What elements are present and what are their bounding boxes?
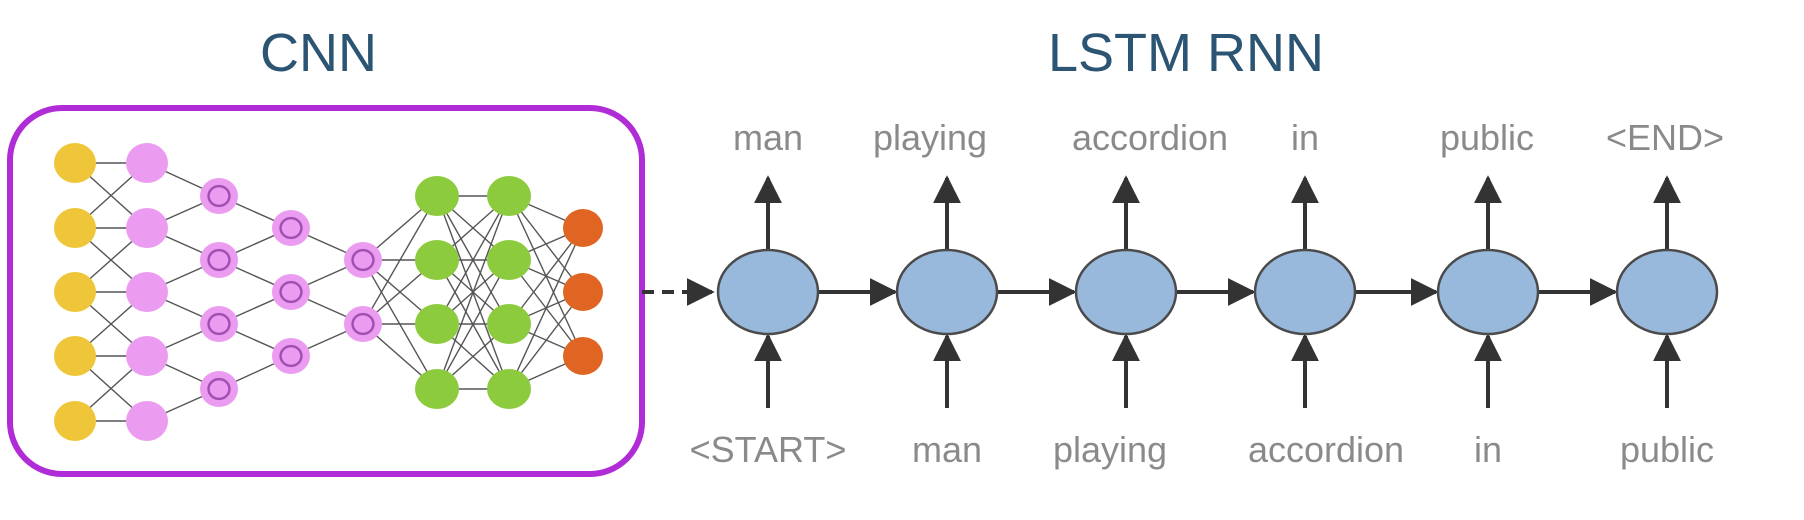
cnn-neuron-ring <box>351 248 375 272</box>
cnn-neuron <box>126 336 168 376</box>
lstm-cell <box>1615 248 1719 336</box>
cnn-neuron <box>563 273 603 311</box>
cnn-neuron <box>54 143 96 183</box>
cnn-neuron <box>126 401 168 441</box>
cnn-neuron <box>344 242 382 278</box>
cnn-neuron <box>54 272 96 312</box>
cnn-neuron <box>487 176 531 216</box>
cnn-neuron-ring <box>207 312 231 336</box>
cnn-edge <box>362 195 438 325</box>
cnn-neuron <box>200 242 238 278</box>
cnn-neuron-ring <box>279 280 303 304</box>
cnn-neuron <box>415 304 459 344</box>
input-word: public <box>1620 429 1714 470</box>
cnn-edge <box>436 259 510 390</box>
cnn-neuron <box>54 336 96 376</box>
cnn-edge <box>436 195 510 325</box>
output-word: playing <box>873 117 987 158</box>
output-word: in <box>1291 117 1319 158</box>
input-words: <START> man playing accordion in public <box>690 429 1714 470</box>
cnn-neuron <box>200 306 238 342</box>
cnn-neuron <box>272 274 310 310</box>
cnn-neuron <box>126 143 168 183</box>
cnn-neuron <box>487 369 531 409</box>
output-word: <END> <box>1606 117 1724 158</box>
input-word: in <box>1474 429 1502 470</box>
lstm-chain <box>716 175 1719 408</box>
input-word: man <box>912 429 982 470</box>
cnn-neuron-ring <box>207 248 231 272</box>
cnn-neurons <box>54 143 603 441</box>
cnn-neuron <box>200 371 238 407</box>
cnn-neuron <box>563 337 603 375</box>
cnn-neuron-ring <box>279 344 303 368</box>
input-word: <START> <box>690 429 847 470</box>
lstm-cell <box>895 248 999 336</box>
lstm-rnn-title: LSTM RNN <box>1048 23 1325 83</box>
cnn-edge <box>508 227 584 390</box>
input-word: playing <box>1053 429 1167 470</box>
cnn-edge <box>436 195 510 390</box>
lstm-cell <box>1436 248 1540 336</box>
cnn-neuron <box>487 304 531 344</box>
cnn-neuron <box>415 176 459 216</box>
cnn-neuron <box>54 208 96 248</box>
output-words: man playing accordion in public <END> <box>733 117 1724 158</box>
cnn-neuron <box>272 338 310 374</box>
output-word: public <box>1440 117 1534 158</box>
output-word: accordion <box>1072 117 1228 158</box>
lstm-cell <box>716 248 820 336</box>
cnn-neuron <box>200 178 238 214</box>
output-word: man <box>733 117 803 158</box>
cnn-neuron <box>272 210 310 246</box>
cnn-neuron <box>344 306 382 342</box>
cnn-title: CNN <box>260 23 377 83</box>
cnn-neuron-ring <box>207 377 231 401</box>
lstm-cell <box>1074 248 1178 336</box>
cnn-neuron-ring <box>279 216 303 240</box>
cnn-neuron <box>563 209 603 247</box>
cnn-neuron-ring <box>351 312 375 336</box>
lstm-cell <box>1253 248 1357 336</box>
cnn-neuron <box>415 369 459 409</box>
input-word: accordion <box>1248 429 1404 470</box>
cnn-neuron <box>54 401 96 441</box>
cnn-neuron-ring <box>207 184 231 208</box>
cnn-neuron <box>415 240 459 280</box>
cnn-neuron <box>126 272 168 312</box>
cnn-neuron <box>487 240 531 280</box>
cnn-neuron <box>126 208 168 248</box>
